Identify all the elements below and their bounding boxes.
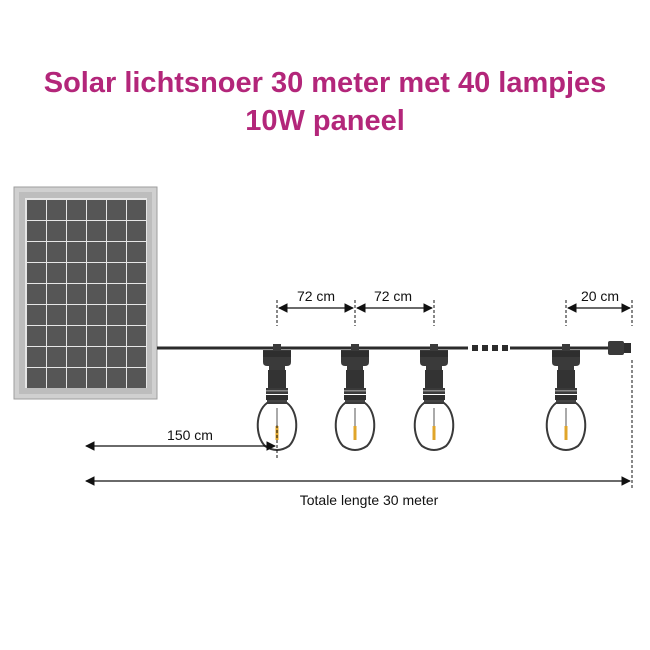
solar-cell bbox=[47, 368, 66, 388]
solar-cell bbox=[27, 347, 46, 367]
solar-cell bbox=[87, 326, 106, 346]
solar-cell bbox=[47, 326, 66, 346]
solar-cell bbox=[67, 200, 86, 220]
solar-cell bbox=[67, 347, 86, 367]
solar-cell bbox=[87, 242, 106, 262]
solar-cell bbox=[27, 368, 46, 388]
solar-cell bbox=[107, 305, 126, 325]
solar-cell bbox=[47, 200, 66, 220]
solar-cell bbox=[127, 368, 146, 388]
solar-cell bbox=[47, 242, 66, 262]
solar-cell bbox=[107, 221, 126, 241]
solar-cell bbox=[107, 284, 126, 304]
solar-cell bbox=[127, 305, 146, 325]
title-line-2: 10W paneel bbox=[245, 105, 405, 137]
solar-cell bbox=[87, 221, 106, 241]
solar-cell bbox=[67, 326, 86, 346]
solar-cell bbox=[67, 242, 86, 262]
solar-cell bbox=[127, 221, 146, 241]
light-bulb-icon bbox=[545, 342, 587, 452]
solar-cell bbox=[127, 326, 146, 346]
dimension-end-spacing: 20 cm bbox=[565, 288, 633, 326]
solar-cell bbox=[67, 263, 86, 283]
solar-cell bbox=[27, 284, 46, 304]
solar-cell bbox=[87, 263, 106, 283]
solar-cell bbox=[47, 347, 66, 367]
solar-cell bbox=[47, 284, 66, 304]
solar-cell bbox=[27, 326, 46, 346]
cable bbox=[157, 345, 618, 351]
title-line-1: Solar lichtsnoer 30 meter met 40 lampjes bbox=[43, 67, 607, 99]
end-cap-icon bbox=[608, 341, 631, 355]
solar-cell bbox=[67, 284, 86, 304]
solar-cell bbox=[67, 368, 86, 388]
solar-cell bbox=[27, 305, 46, 325]
solar-cell bbox=[107, 263, 126, 283]
solar-cell bbox=[127, 200, 146, 220]
solar-cell bbox=[87, 305, 106, 325]
solar-cell bbox=[127, 347, 146, 367]
dimension-spacing-1: 72 cm bbox=[276, 288, 356, 326]
solar-cell bbox=[107, 326, 126, 346]
dimension-label-end-spacing: 20 cm bbox=[581, 288, 619, 304]
dimension-label-spacing-2: 72 cm bbox=[374, 288, 412, 304]
light-bulb-icon bbox=[334, 342, 376, 452]
dimension-label-spacing-1: 72 cm bbox=[297, 288, 335, 304]
solar-cell bbox=[27, 221, 46, 241]
solar-cell bbox=[47, 263, 66, 283]
solar-cell bbox=[87, 347, 106, 367]
solar-cell bbox=[87, 284, 106, 304]
light-bulb-icon bbox=[413, 342, 455, 452]
solar-cell bbox=[87, 368, 106, 388]
solar-cell bbox=[127, 263, 146, 283]
solar-cell bbox=[107, 368, 126, 388]
solar-cell bbox=[67, 221, 86, 241]
dimension-label-total-length: Totale lengte 30 meter bbox=[300, 492, 439, 508]
solar-cell bbox=[127, 242, 146, 262]
solar-cell bbox=[27, 263, 46, 283]
dimension-total-length: Totale lengte 30 meter bbox=[85, 360, 633, 508]
solar-cell bbox=[107, 242, 126, 262]
solar-cell bbox=[47, 221, 66, 241]
solar-cell bbox=[47, 305, 66, 325]
dimension-spacing-2: 72 cm bbox=[356, 288, 435, 326]
solar-cell bbox=[107, 200, 126, 220]
solar-panel-icon bbox=[13, 186, 158, 400]
solar-cell bbox=[27, 242, 46, 262]
solar-cell bbox=[87, 200, 106, 220]
solar-cell bbox=[127, 284, 146, 304]
solar-cell bbox=[67, 305, 86, 325]
solar-cell bbox=[107, 347, 126, 367]
light-bulb-icon bbox=[256, 342, 298, 452]
dimension-panel-lead: 150 cm bbox=[85, 425, 278, 460]
dimension-label-panel-lead: 150 cm bbox=[167, 427, 213, 443]
solar-cell bbox=[27, 200, 46, 220]
